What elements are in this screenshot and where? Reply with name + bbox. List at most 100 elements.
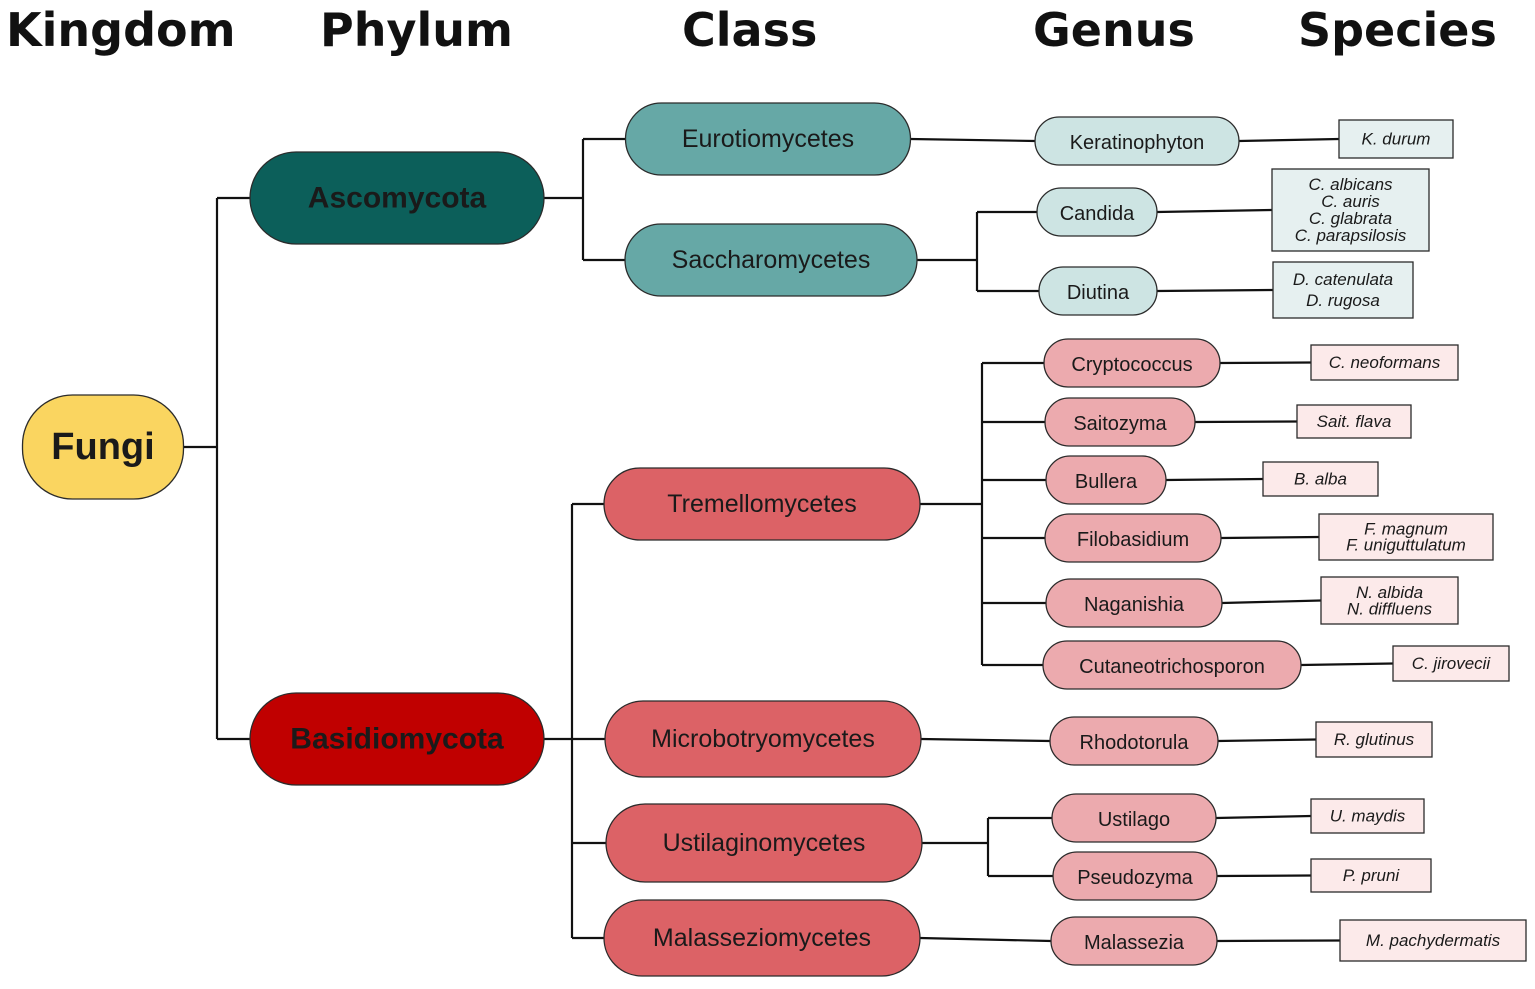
genus-label-ustilago: Ustilago xyxy=(1098,809,1170,831)
class-node-tremellomycetes xyxy=(603,467,921,541)
species-box-keratinophyton xyxy=(1338,119,1454,159)
genus-label-keratinophyton: Keratinophyton xyxy=(1070,132,1205,154)
genus-label-candida: Candida xyxy=(1060,203,1135,225)
edge-to-species-diutina xyxy=(1156,288,1274,293)
genus-label-cryptococcus: Cryptococcus xyxy=(1071,354,1192,376)
genus-label-bullera: Bullera xyxy=(1075,471,1138,493)
class-node-microbotryomycetes xyxy=(604,700,922,778)
class-node-eurotiomycetes xyxy=(624,102,912,176)
edge-to-genus-keratinophyton xyxy=(910,137,1036,143)
species-box-cutaneotrichosporon xyxy=(1392,645,1510,682)
species-label: B. alba xyxy=(1294,470,1347,489)
header-class: Class xyxy=(682,3,817,57)
species-label: D. rugosa xyxy=(1306,291,1380,310)
edge-to-genus-rhodotorula xyxy=(920,737,1051,743)
edge-to-species-malassezia xyxy=(1216,939,1341,943)
species-box-saitozyma xyxy=(1296,404,1412,439)
class-label-ustilaginomycetes: Ustilaginomycetes xyxy=(663,829,866,857)
edge-to-genus-malassezia xyxy=(919,936,1052,943)
genus-node-rhodotorula xyxy=(1049,716,1219,766)
edge-to-species-candida xyxy=(1156,208,1273,214)
species-label: K. durum xyxy=(1362,130,1431,149)
class-label-tremellomycetes: Tremellomycetes xyxy=(667,490,856,518)
genus-node-filobasidium xyxy=(1044,513,1222,563)
edge-to-species-cutaneotrichosporon xyxy=(1300,662,1394,667)
species-label: P. pruni xyxy=(1343,866,1401,885)
species-box-candida xyxy=(1271,168,1430,252)
species-label: C. jirovecii xyxy=(1412,654,1492,673)
phylum-label-ascomycota: Ascomycota xyxy=(308,182,487,215)
species-box-naganishia xyxy=(1320,576,1459,625)
species-label: C. neoformans xyxy=(1329,353,1441,372)
class-label-microbotryomycetes: Microbotryomycetes xyxy=(651,725,875,753)
species-label: Sait. flava xyxy=(1317,412,1392,431)
genus-label-cutaneotrichosporon: Cutaneotrichosporon xyxy=(1079,656,1265,678)
species-label: D. catenulata xyxy=(1293,270,1393,289)
species-label: N. albida xyxy=(1356,583,1423,602)
edge-to-species-saitozyma xyxy=(1194,420,1298,424)
species-label: C. parapsilosis xyxy=(1295,226,1407,245)
edge-to-species-bullera xyxy=(1165,477,1264,482)
edge-to-species-naganishia xyxy=(1221,599,1322,605)
header-kingdom: Kingdom xyxy=(6,3,236,57)
edge-to-species-rhodotorula xyxy=(1217,738,1317,743)
class-node-ustilaginomycetes xyxy=(605,803,923,883)
genus-node-cutaneotrichosporon xyxy=(1042,640,1302,690)
phylum-node-ascomycota xyxy=(249,151,545,245)
species-box-cryptococcus xyxy=(1310,344,1459,381)
kingdom-node-fungi xyxy=(21,394,185,500)
genus-node-saitozyma xyxy=(1044,397,1196,447)
genus-node-malassezia xyxy=(1050,916,1218,966)
edge-to-species-keratinophyton xyxy=(1238,137,1340,143)
species-box-ustilago xyxy=(1310,798,1425,834)
class-node-malasseziomycetes xyxy=(603,899,921,977)
phylum-label-basidiomycota: Basidiomycota xyxy=(290,723,504,756)
genus-node-cryptococcus xyxy=(1043,338,1221,388)
species-label: C. auris xyxy=(1321,192,1380,211)
species-label: R. glutinus xyxy=(1334,730,1415,749)
class-label-malasseziomycetes: Malasseziomycetes xyxy=(653,924,871,952)
species-box-filobasidium xyxy=(1318,513,1494,561)
species-label: C. glabrata xyxy=(1309,209,1392,228)
connector-lines xyxy=(183,137,1394,943)
class-label-saccharomycetes: Saccharomycetes xyxy=(672,246,871,274)
genus-label-malassezia: Malassezia xyxy=(1084,932,1185,954)
class-node-saccharomycetes xyxy=(624,223,918,297)
species-label: C. albicans xyxy=(1308,175,1393,194)
species-box-diutina xyxy=(1272,261,1414,319)
genus-label-rhodotorula: Rhodotorula xyxy=(1080,732,1190,754)
genus-node-diutina xyxy=(1038,266,1158,316)
header-phylum: Phylum xyxy=(320,3,513,57)
edge-to-species-pseudozyma xyxy=(1216,874,1312,878)
genus-label-filobasidium: Filobasidium xyxy=(1077,529,1189,551)
rank-headers: Kingdom Phylum Class Genus Species xyxy=(6,3,1497,57)
species-box-malassezia xyxy=(1339,919,1527,962)
kingdom-label: Fungi xyxy=(51,426,154,468)
header-species: Species xyxy=(1298,3,1497,57)
species-label: U. maydis xyxy=(1330,807,1406,826)
tree-nodes: Fungi Ascomycota Eurotiomycetes Keratinophy… xyxy=(21,102,1527,977)
header-genus: Genus xyxy=(1033,3,1195,57)
species-label: N. diffluens xyxy=(1347,599,1433,618)
edge-to-species-filobasidium xyxy=(1220,535,1320,540)
species-label: M. pachydermatis xyxy=(1366,931,1501,950)
genus-node-candida xyxy=(1036,187,1158,237)
genus-label-pseudozyma: Pseudozyma xyxy=(1077,867,1193,889)
genus-node-pseudozyma xyxy=(1052,851,1218,901)
species-label: F. uniguttulatum xyxy=(1346,536,1466,555)
phylum-node-basidiomycota xyxy=(249,692,545,786)
genus-node-naganishia xyxy=(1045,578,1223,628)
species-box-pseudozyma xyxy=(1310,858,1432,893)
genus-label-naganishia: Naganishia xyxy=(1084,594,1185,616)
class-label-eurotiomycetes: Eurotiomycetes xyxy=(682,125,854,153)
edge-to-species-ustilago xyxy=(1215,814,1312,820)
genus-node-ustilago xyxy=(1051,793,1217,843)
genus-label-saitozyma: Saitozyma xyxy=(1073,413,1167,435)
genus-label-diutina: Diutina xyxy=(1067,282,1130,304)
genus-node-keratinophyton xyxy=(1034,116,1240,166)
species-box-bullera xyxy=(1262,461,1379,497)
species-box-rhodotorula xyxy=(1315,721,1433,758)
genus-node-bullera xyxy=(1045,455,1167,505)
species-label: F. magnum xyxy=(1364,520,1448,539)
